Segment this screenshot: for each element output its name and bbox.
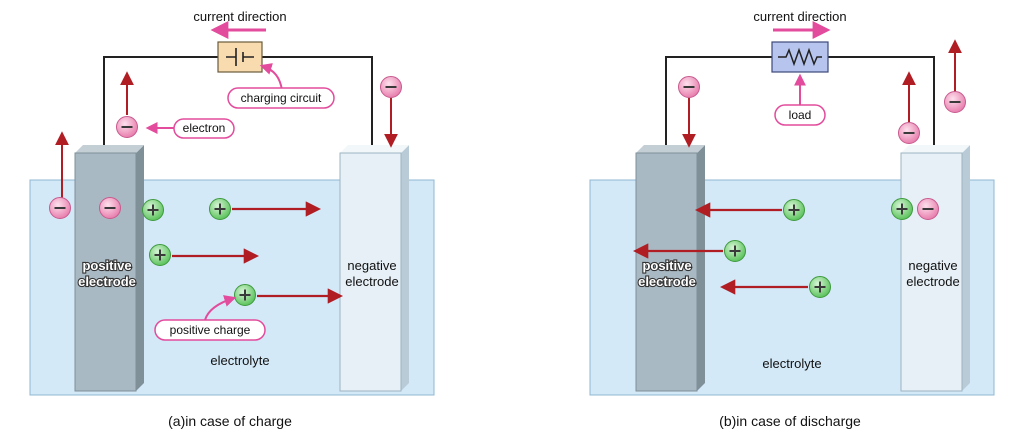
electron-label: electron (183, 121, 226, 135)
positive-electrode-label-1: positive (82, 258, 131, 273)
plus-ion-icon (890, 197, 914, 221)
electrolyte-label: electrolyte (762, 356, 821, 371)
minus-ion-icon (943, 90, 967, 114)
negative-electrode-label-1: negative (347, 258, 396, 273)
minus-ion-icon (897, 121, 921, 145)
circuit-wire (103, 56, 373, 145)
plus-ion-icon (208, 197, 232, 221)
load-label: load (789, 108, 812, 122)
discharge-panel: current direction load positive electrod… (589, 9, 995, 429)
minus-ion-icon (677, 75, 701, 99)
plus-ion-icon (808, 275, 832, 299)
plus-ion-icon (148, 243, 172, 267)
plus-ion-icon (233, 283, 257, 307)
negative-electrode-label-2: electrode (906, 274, 959, 289)
plus-ion-icon (723, 239, 747, 263)
negative-electrode-label-2: electrode (345, 274, 398, 289)
minus-ion-icon (98, 196, 122, 220)
current-direction-label: current direction (753, 9, 846, 24)
positive-electrode-label-2: electrode (78, 274, 136, 289)
electron-pill (173, 118, 235, 139)
discharge-caption: (b)in case of discharge (719, 413, 861, 429)
minus-ion-icon (48, 196, 72, 220)
load-pill (774, 104, 826, 126)
positive-charge-pill (154, 319, 266, 341)
charge-panel: current direction charging circuit elect… (29, 9, 435, 429)
plus-ion-icon (141, 198, 165, 222)
positive-electrode-label-2: electrode (638, 274, 696, 289)
negative-electrode-label-1: negative (908, 258, 957, 273)
charging-circuit-label: charging circuit (241, 91, 322, 105)
negative-electrode (339, 145, 409, 392)
positive-electrode-label-1: positive (642, 258, 691, 273)
minus-ion-icon (379, 75, 403, 99)
positive-electrode (74, 145, 144, 392)
minus-ion-icon (115, 115, 139, 139)
electrolyte-label: electrolyte (210, 353, 269, 368)
charge-caption: (a)in case of charge (168, 413, 292, 429)
positive-charge-label: positive charge (170, 323, 251, 337)
plus-ion-icon (782, 198, 806, 222)
negative-electrode (900, 145, 970, 392)
positive-electrode (635, 145, 705, 392)
battery-icon (217, 41, 263, 73)
charging-circuit-pill (227, 87, 335, 109)
minus-ion-icon (916, 197, 940, 221)
resistor-icon (771, 41, 829, 73)
current-direction-label: current direction (193, 9, 286, 24)
circuit-wire (665, 56, 935, 145)
